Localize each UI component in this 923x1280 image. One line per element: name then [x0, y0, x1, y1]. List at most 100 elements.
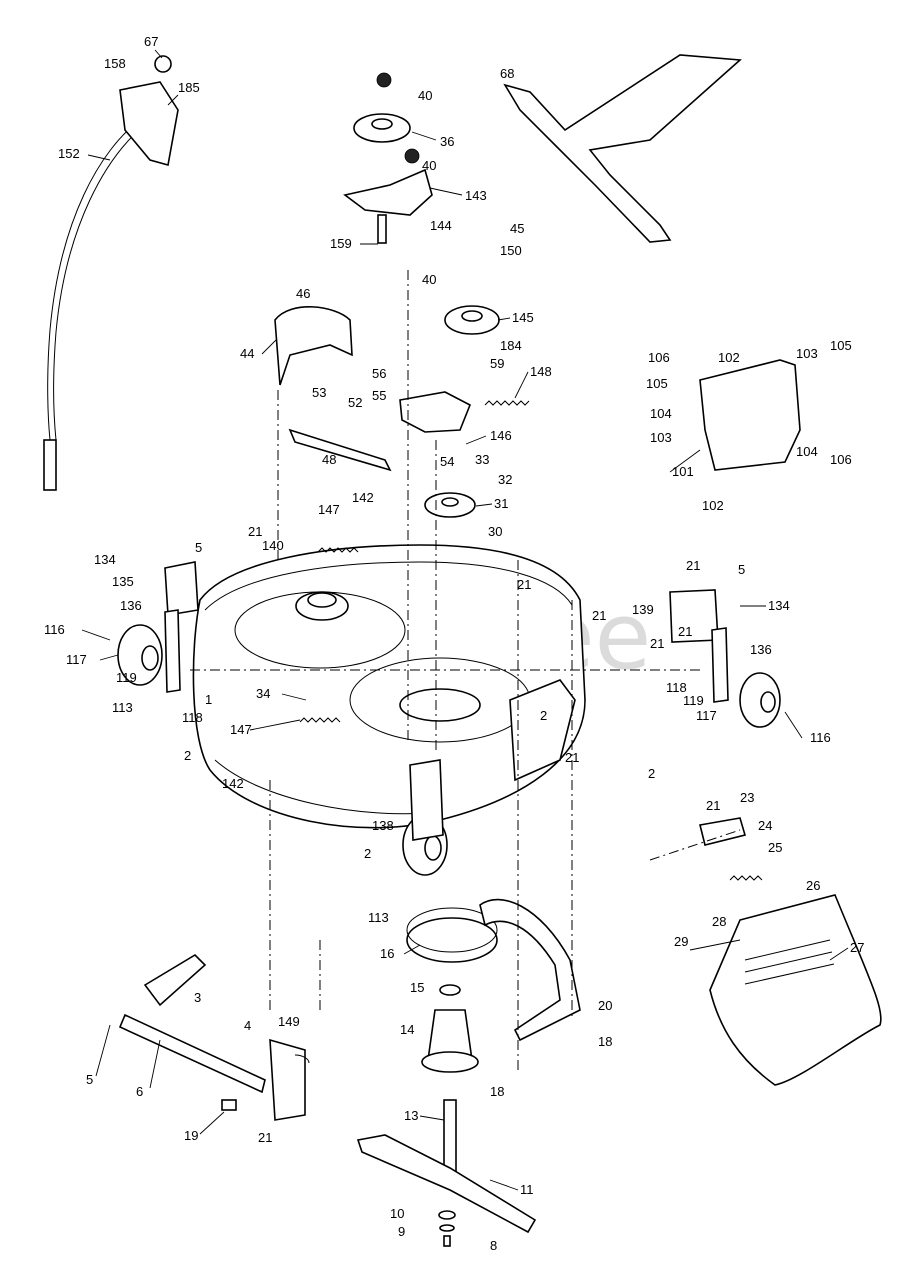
callout-21-f: 21 — [686, 558, 700, 573]
callout-150: 150 — [500, 243, 522, 258]
callout-139: 139 — [632, 602, 654, 617]
discharge-chute-27[interactable] — [709, 894, 882, 1086]
callout-13: 13 — [404, 1108, 418, 1123]
callout-184: 184 — [500, 338, 522, 353]
callout-116-right: 116 — [810, 730, 831, 745]
spring-148[interactable] — [484, 400, 530, 406]
bracket-3[interactable] — [143, 953, 207, 1007]
callout-25: 25 — [768, 840, 782, 855]
spring-25[interactable] — [729, 875, 763, 881]
callout-2-c: 2 — [648, 766, 655, 781]
callout-136-left: 136 — [120, 598, 142, 613]
wheel-bracket-135[interactable] — [164, 561, 199, 616]
callout-152: 152 — [58, 146, 80, 161]
callout-40-mid: 40 — [422, 158, 436, 173]
spindle-pulley[interactable] — [424, 492, 476, 518]
callout-36: 36 — [440, 134, 454, 149]
idler-pulley-lower[interactable] — [444, 305, 500, 335]
deck-pulley-left[interactable] — [295, 591, 349, 621]
wheel-bracket-136-left[interactable] — [164, 609, 181, 693]
idler-pulley-upper[interactable] — [353, 113, 411, 143]
callout-18-right: 18 — [598, 1034, 612, 1049]
callout-118-right: 118 — [666, 680, 687, 695]
drive-belt[interactable] — [503, 54, 742, 243]
bracket-4[interactable] — [269, 1038, 306, 1121]
callout-53: 53 — [312, 385, 326, 400]
callout-21-h: 21 — [706, 798, 720, 813]
callout-119-left: 119 — [116, 670, 137, 685]
wheel-left[interactable] — [117, 624, 163, 686]
callout-44: 44 — [240, 346, 254, 361]
callout-52: 52 — [348, 395, 362, 410]
spindle-housing-14[interactable] — [421, 1009, 479, 1073]
callout-158: 158 — [104, 56, 126, 71]
knob-67[interactable] — [154, 55, 172, 73]
callout-106-right: 106 — [830, 452, 852, 467]
blade-11[interactable] — [356, 1134, 537, 1234]
callout-24: 24 — [758, 818, 772, 833]
spring-147-lower[interactable] — [299, 717, 341, 723]
callout-68: 68 — [500, 66, 514, 81]
callout-148: 148 — [530, 364, 552, 379]
hinge-bracket-23[interactable] — [699, 817, 747, 846]
belt-guard-44[interactable] — [274, 306, 353, 386]
wheel-bracket-138[interactable] — [409, 759, 444, 841]
callout-113-lower: 113 — [368, 910, 389, 925]
blade-hardware-8-9-10[interactable] — [438, 1210, 456, 1247]
deflector-arm-20[interactable] — [479, 898, 581, 1042]
wheel-bracket-136-right[interactable] — [711, 627, 729, 703]
blade-guard-16[interactable] — [406, 907, 498, 963]
callout-55: 55 — [372, 388, 386, 403]
lever-bracket-185[interactable] — [119, 81, 179, 167]
callout-143: 143 — [465, 188, 487, 203]
callout-21-i: 21 — [258, 1130, 272, 1145]
idler-arm[interactable] — [399, 391, 472, 433]
callout-labels: 67 158 185 152 40 36 40 143 144 159 68 4… — [44, 34, 864, 1253]
callout-34: 34 — [256, 686, 270, 701]
callout-67: 67 — [144, 34, 158, 49]
callout-1: 1 — [205, 692, 212, 707]
callout-26: 26 — [806, 878, 820, 893]
idler-bracket[interactable] — [343, 168, 433, 216]
callout-117-right: 117 — [696, 708, 717, 723]
callout-21-c: 21 — [592, 608, 606, 623]
callout-138: 138 — [372, 818, 394, 833]
callout-113-left: 113 — [112, 700, 133, 715]
callout-23: 23 — [740, 790, 754, 805]
baffle-101[interactable] — [699, 359, 801, 471]
idler-nut-mid[interactable] — [404, 148, 420, 164]
deck-housing[interactable] — [192, 544, 586, 829]
callout-147-upper: 147 — [318, 502, 340, 517]
callout-56: 56 — [372, 366, 386, 381]
callout-21-g: 21 — [678, 624, 692, 639]
callout-102-top: 102 — [718, 350, 740, 365]
leader-lines — [81, 49, 849, 1191]
idler-bolt[interactable] — [377, 214, 387, 244]
deck-bracket-right[interactable] — [509, 679, 576, 782]
callout-118-left: 118 — [182, 710, 203, 725]
clip-149[interactable] — [294, 1054, 310, 1064]
callout-134-left: 134 — [94, 552, 116, 567]
deck-link-53[interactable] — [288, 428, 392, 472]
callout-28: 28 — [712, 914, 726, 929]
washer-15[interactable] — [439, 984, 461, 996]
callout-48: 48 — [322, 452, 336, 467]
height-adjust-cable[interactable] — [43, 119, 147, 491]
callout-5-b: 5 — [738, 562, 745, 577]
rod-29[interactable] — [689, 939, 741, 951]
bolt-19[interactable] — [221, 1099, 237, 1111]
callout-145: 145 — [512, 310, 534, 325]
callout-40-lower: 40 — [422, 272, 436, 287]
wheel-right[interactable] — [739, 672, 781, 728]
callout-9: 9 — [398, 1224, 405, 1239]
idler-nut-top[interactable] — [376, 72, 392, 88]
callout-3: 3 — [194, 990, 201, 1005]
callout-105-left: 105 — [646, 376, 668, 391]
callout-5-c: 5 — [86, 1072, 93, 1087]
callout-119-right: 119 — [683, 693, 704, 708]
spring-147-upper[interactable] — [317, 547, 359, 553]
callout-30: 30 — [488, 524, 502, 539]
callout-45-top: 45 — [510, 221, 524, 236]
link-6[interactable] — [118, 1013, 266, 1094]
callout-21-b: 21 — [517, 577, 531, 592]
